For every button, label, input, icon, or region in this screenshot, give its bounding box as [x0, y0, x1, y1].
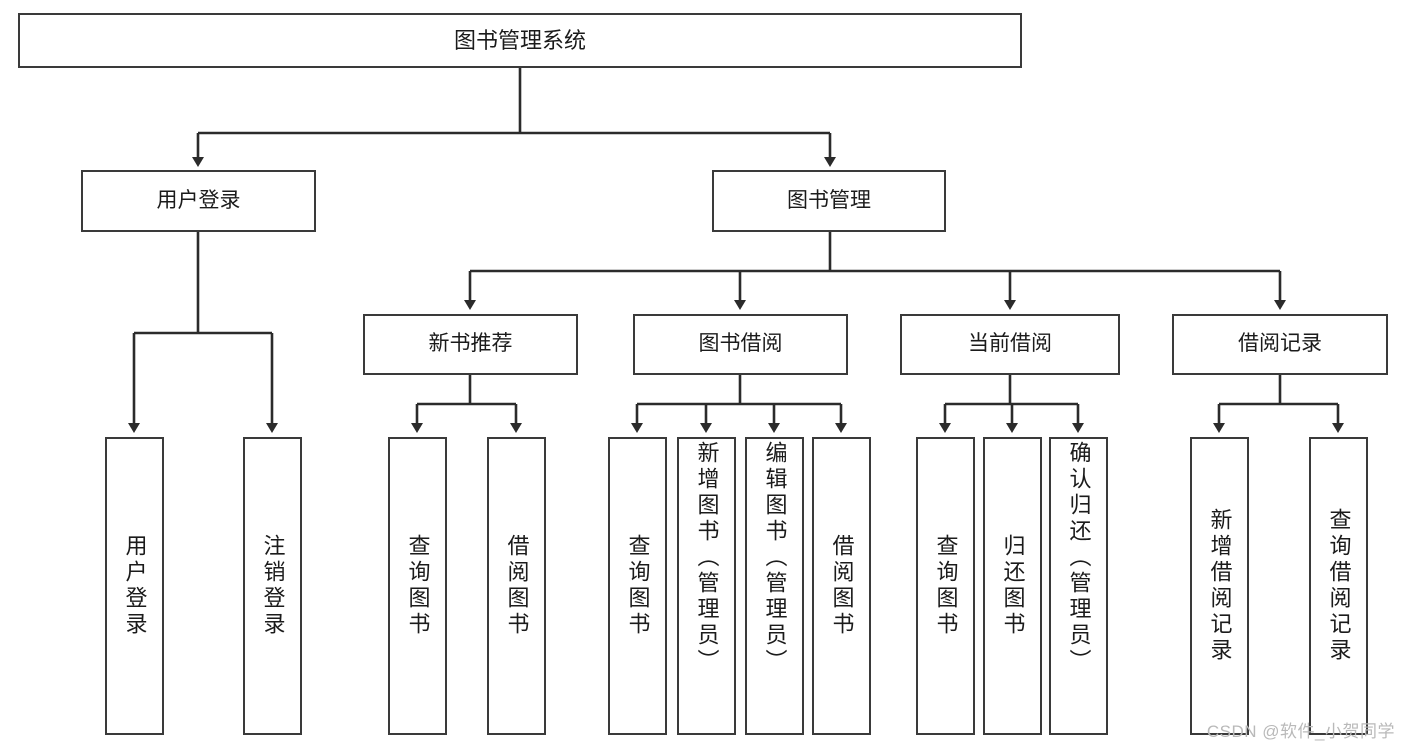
node-leaf-query-book-rec[interactable]: 查询图书	[388, 437, 447, 735]
node-label: 用户登录	[156, 188, 241, 212]
node-new-book-rec[interactable]: 新书推荐	[363, 314, 578, 375]
node-user-login[interactable]: 用户登录	[81, 170, 316, 232]
node-label: 归还图书	[1000, 534, 1026, 638]
node-label: 查询图书	[405, 534, 431, 638]
node-label: 编辑图书（管理员）	[762, 441, 788, 675]
node-label: 借阅图书	[504, 534, 530, 638]
node-leaf-query-record[interactable]: 查询借阅记录	[1309, 437, 1368, 735]
node-current-borrow[interactable]: 当前借阅	[900, 314, 1120, 375]
node-leaf-edit-book[interactable]: 编辑图书（管理员）	[745, 437, 804, 735]
node-label: 新增借阅记录	[1207, 508, 1233, 664]
node-book-manage[interactable]: 图书管理	[712, 170, 946, 232]
node-label: 图书管理	[787, 188, 871, 212]
node-leaf-query-book-current[interactable]: 查询图书	[916, 437, 975, 735]
node-borrow-record[interactable]: 借阅记录	[1172, 314, 1388, 375]
node-label: 新书推荐	[428, 332, 513, 356]
node-label: 查询借阅记录	[1326, 508, 1352, 664]
node-label: 图书管理系统	[453, 27, 586, 53]
csdn-watermark: CSDN @软件_小贺同学	[1206, 722, 1395, 741]
node-label: 用户登录	[122, 534, 148, 638]
node-book-borrow[interactable]: 图书借阅	[633, 314, 848, 375]
node-label: 查询图书	[625, 534, 651, 638]
node-label: 确认归还（管理员）	[1066, 441, 1092, 675]
node-leaf-return-book[interactable]: 归还图书	[983, 437, 1042, 735]
node-label: 借阅记录	[1238, 332, 1322, 356]
node-leaf-user-login[interactable]: 用户登录	[105, 437, 164, 735]
node-root-system[interactable]: 图书管理系统	[18, 13, 1022, 68]
node-label: 图书借阅	[698, 332, 783, 356]
node-leaf-borrow-book[interactable]: 借阅图书	[812, 437, 871, 735]
node-leaf-query-book-borrow[interactable]: 查询图书	[608, 437, 667, 735]
node-leaf-borrow-book-rec[interactable]: 借阅图书	[487, 437, 546, 735]
node-label: 当前借阅	[968, 332, 1052, 356]
node-label: 新增图书（管理员）	[694, 441, 720, 675]
node-leaf-add-book[interactable]: 新增图书（管理员）	[677, 437, 736, 735]
node-label: 借阅图书	[829, 534, 855, 638]
node-leaf-confirm-return[interactable]: 确认归还（管理员）	[1049, 437, 1108, 735]
node-leaf-add-record[interactable]: 新增借阅记录	[1190, 437, 1249, 735]
node-label: 注销登录	[260, 534, 286, 638]
node-leaf-user-logout[interactable]: 注销登录	[243, 437, 302, 735]
node-label: 查询图书	[933, 534, 959, 638]
